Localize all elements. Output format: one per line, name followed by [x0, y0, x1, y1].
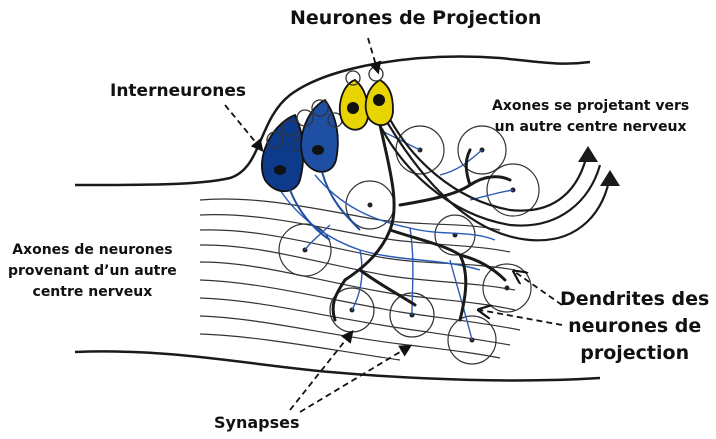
label-axons-out-line-2: un autre centre nerveux: [492, 117, 689, 138]
label-axons-in-line-2: provenant d’un autre: [8, 261, 177, 282]
projection-neuron-1: [340, 80, 368, 130]
projection-neuron-2: [366, 80, 393, 125]
label-synapses: Synapses: [214, 414, 300, 432]
label-dendrites-line-2: neurones de: [560, 313, 709, 340]
incoming-axons: [200, 199, 520, 360]
label-axons-in: Axones de neurones provenant d’un autre …: [8, 240, 177, 303]
label-dendrites: Dendrites des neurones de projection: [560, 286, 709, 367]
label-axons-out: Axones se projetant vers un autre centre…: [492, 96, 689, 138]
label-axons-out-line-1: Axones se projetant vers: [492, 96, 689, 117]
label-interneurons: Interneurones: [110, 82, 246, 102]
label-dendrites-line-3: projection: [560, 340, 709, 367]
label-dendrites-line-1: Dendrites des: [560, 286, 709, 313]
label-axons-in-line-3: centre nerveux: [8, 282, 177, 303]
label-axons-in-line-1: Axones de neurones: [8, 240, 177, 261]
label-projection-neurons: Neurones de Projection: [290, 8, 541, 30]
